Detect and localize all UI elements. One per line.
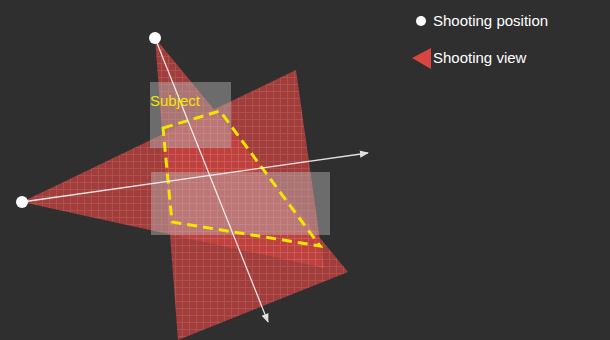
- legend-row: Shooting view: [412, 47, 608, 69]
- view-axis-top: [155, 38, 268, 322]
- legend-text: Shooting position: [433, 12, 548, 30]
- position-dot-sample: [412, 10, 432, 34]
- legend-row: Shooting position: [412, 10, 608, 32]
- shooting-position-left: [16, 196, 28, 208]
- subject-block-upper: [150, 82, 231, 148]
- view-triangle-sample: [412, 47, 432, 71]
- legend-text: Shooting view: [433, 49, 526, 67]
- view-axis-left: [22, 153, 368, 202]
- subject-label: Subject: [150, 92, 200, 110]
- shooting-position-top: [149, 32, 161, 44]
